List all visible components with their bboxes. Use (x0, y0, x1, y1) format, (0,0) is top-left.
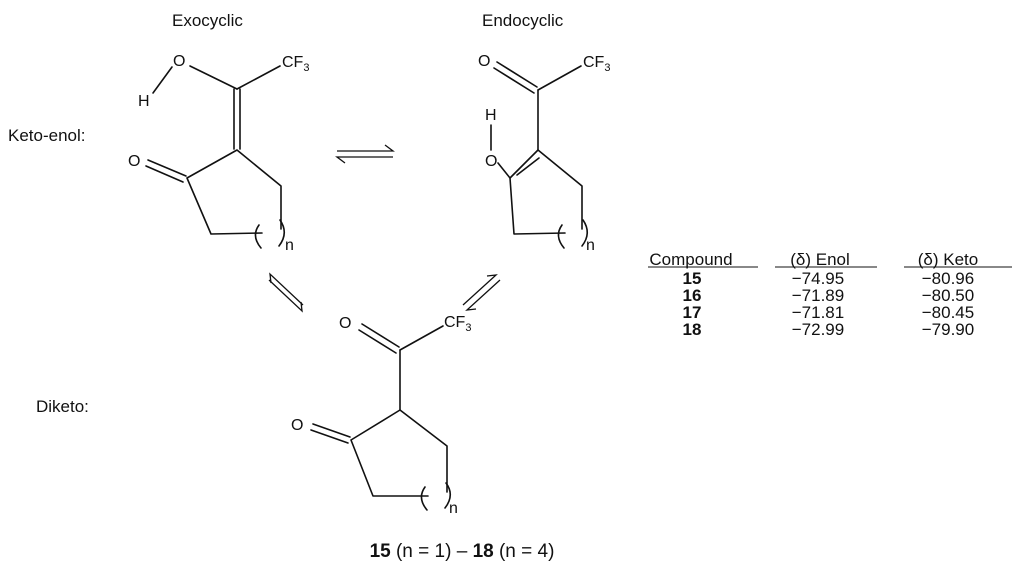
ketone-double-bond-a (147, 159, 187, 177)
row-keto: −79.90 (922, 320, 974, 339)
ring-n-label: n (449, 500, 458, 517)
cf3-sub: 3 (465, 322, 471, 334)
cf3-sub: 3 (604, 62, 610, 74)
ketone-double-bond-b (310, 429, 349, 444)
oxygen-label: O (339, 315, 351, 332)
compound-range-caption: 15 (n = 1) – 18 (n = 4) (370, 541, 555, 562)
row-compound: 17 (683, 303, 702, 322)
reverse-arrow (335, 156, 393, 164)
table-row: 18 −72.99 −79.90 (683, 320, 975, 339)
ketone-oxygen-label: O (128, 153, 140, 170)
equilibrium-arrow-right-diagonal (462, 274, 501, 311)
row-enol: −71.89 (792, 286, 844, 305)
forward-arrow (462, 274, 498, 306)
row-compound: 16 (683, 286, 702, 305)
exocyclic-enol-structure: O H CF3 O n (128, 53, 309, 254)
exocyclic-ring (186, 149, 282, 235)
shift-table: Compound (δ) Enol (δ) Keto 15 −74.95 −80… (648, 250, 1012, 339)
enol-c-o-bond (189, 65, 238, 90)
carbonyl-double-bond-b (358, 329, 397, 354)
oxygen-label: O (478, 53, 490, 70)
c-cf3-bond (537, 65, 582, 91)
forward-arrow (268, 279, 303, 313)
carbonyl-double-bond-a (496, 61, 538, 88)
equilibrium-arrow-horizontal (335, 144, 395, 164)
ketone-double-bond-a (312, 423, 351, 438)
endocyclic-label: Endocyclic (482, 11, 564, 30)
carbonyl-double-bond-b (493, 67, 535, 94)
ketone-oxygen-label: O (291, 417, 303, 434)
oxygen-label: O (173, 53, 185, 70)
hydrogen-label: H (138, 93, 150, 110)
cf3-label: CF3 (583, 54, 610, 74)
caption-last-range: (n = 4) (494, 541, 555, 562)
forward-arrow (337, 144, 395, 152)
endocyclic-ring-bracket (557, 219, 589, 249)
diketo-ring-bracket (420, 482, 452, 511)
hydrogen-label: H (485, 107, 497, 124)
o-h-bond (152, 66, 173, 94)
c-cf3-bond (399, 325, 444, 351)
endocyclic-inner-double-bond (516, 157, 540, 176)
ring-n-label: n (586, 237, 595, 254)
caption-first-range: (n = 1) – (391, 541, 473, 562)
cf3-label: CF3 (282, 54, 309, 74)
carbonyl-double-bond-a (361, 323, 400, 348)
row-compound: 15 (683, 269, 702, 288)
enol-oxygen-label: O (485, 153, 497, 170)
endocyclic-enol-structure: O CF3 H O n (478, 53, 610, 254)
reverse-arrow (465, 279, 501, 311)
c-cf3-bond (236, 65, 281, 90)
cf3-main: CF (583, 54, 605, 71)
cf3-main: CF (282, 54, 304, 71)
caption-first-compound: 15 (370, 541, 392, 562)
cf3-label: CF3 (444, 314, 471, 334)
row-enol: −74.95 (792, 269, 844, 288)
diketo-structure: O CF3 O n (291, 314, 471, 517)
diketo-label: Diketo: (36, 397, 89, 416)
cf3-main: CF (444, 314, 466, 331)
diketo-ring (350, 409, 448, 497)
header-compound: Compound (649, 250, 732, 269)
table-row: 15 −74.95 −80.96 (683, 269, 975, 288)
exocyclic-label: Exocyclic (172, 11, 243, 30)
ring-n-label: n (285, 237, 294, 254)
cf3-sub: 3 (303, 62, 309, 74)
enol-c-o-bond (497, 162, 511, 179)
row-enol: −71.81 (792, 303, 844, 322)
row-keto: −80.45 (922, 303, 974, 322)
header-enol: (δ) Enol (790, 250, 850, 269)
table-row: 16 −71.89 −80.50 (683, 286, 975, 305)
caption-last-compound: 18 (473, 541, 494, 562)
row-keto: −80.50 (922, 286, 974, 305)
ketone-double-bond-b (145, 165, 184, 183)
exocyclic-ring-bracket (254, 219, 286, 249)
row-enol: −72.99 (792, 320, 844, 339)
row-keto: −80.96 (922, 269, 974, 288)
header-keto: (δ) Keto (918, 250, 978, 269)
reverse-arrow (269, 272, 304, 306)
keto-enol-label: Keto-enol: (8, 126, 86, 145)
row-compound: 18 (683, 320, 702, 339)
table-row: 17 −71.81 −80.45 (683, 303, 975, 322)
equilibrium-arrow-left-diagonal (268, 272, 304, 313)
endocyclic-ring (509, 149, 583, 235)
